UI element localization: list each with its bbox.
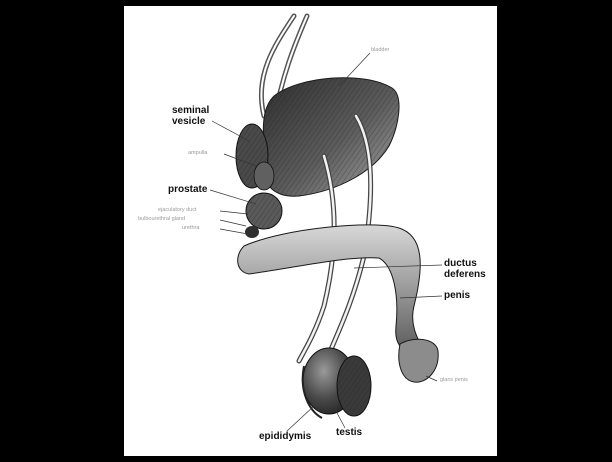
label-seminal-vesicle: seminal vesicle — [172, 106, 209, 127]
label-testis: testis — [336, 428, 362, 439]
label-ejaculatory-duct: ejaculatory duct — [158, 208, 197, 214]
label-penis: penis — [444, 291, 470, 302]
penis-shape — [238, 225, 424, 352]
label-bulbourethral-gland: bulbourethral gland — [138, 217, 185, 223]
label-glans-penis: glans penis — [440, 378, 468, 384]
glans-penis-shape — [399, 339, 438, 382]
illustration-panel: bladder seminal vesicle ampulla prostate… — [124, 6, 497, 456]
label-bladder: bladder — [371, 48, 389, 54]
testis-shape — [303, 348, 371, 418]
label-ampulla: ampulla — [188, 151, 207, 157]
prostate-shape — [245, 193, 282, 238]
label-prostate: prostate — [168, 185, 207, 196]
label-urethra: urethra — [182, 226, 199, 232]
anatomy-illustration — [124, 6, 497, 456]
label-epididymis: epididymis — [259, 432, 311, 443]
label-ductus-deferens: ductus deferens — [444, 259, 486, 280]
